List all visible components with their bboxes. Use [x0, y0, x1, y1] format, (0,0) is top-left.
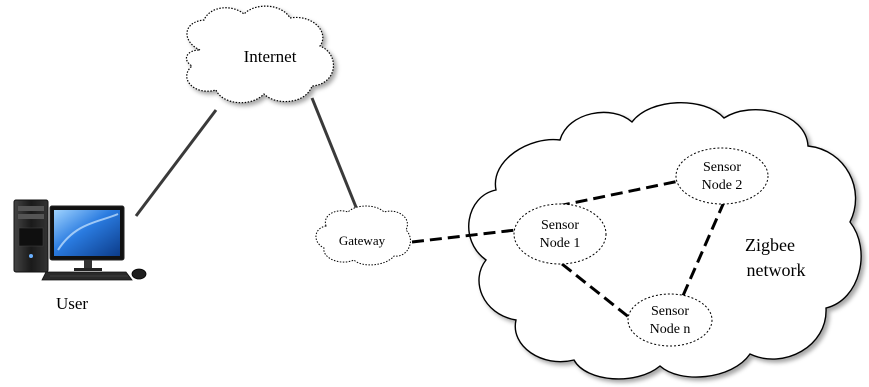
link-node1-noden: [561, 262, 631, 320]
sensor-node-1: Sensor Node 1: [513, 203, 607, 265]
computer-mouse: [131, 268, 147, 280]
zigbee-label-line2: network: [747, 260, 806, 280]
internet-label: Internet: [244, 47, 297, 66]
connections: [134, 97, 726, 320]
sensor-node-1-label-line2: Node 1: [540, 236, 581, 251]
internet-cloud: Internet: [185, 5, 335, 104]
gateway-label: Gateway: [339, 233, 386, 248]
user-label: User: [56, 294, 88, 313]
sensor-node-2-label-line1: Sensor: [703, 160, 741, 175]
desktop-computer-icon: [13, 199, 147, 281]
link-user-internet: [134, 109, 218, 217]
computer-keyboard: [41, 271, 133, 281]
sensor-node-n-label-line1: Sensor: [651, 304, 689, 319]
sensor-node-2: Sensor Node 2: [675, 147, 769, 205]
zigbee-label-line1: Zigbee: [745, 235, 795, 255]
computer-tower: [13, 199, 49, 273]
gateway-node: Gateway: [315, 205, 411, 266]
link-node1-node2: [557, 178, 685, 208]
sensor-node-n: Sensor Node n: [627, 293, 713, 347]
sensor-node-2-label-line2: Node 2: [702, 178, 743, 193]
link-internet-gateway: [310, 97, 364, 223]
sensor-node-1-label-line1: Sensor: [541, 218, 579, 233]
sensor-node-n-label-line2: Node n: [650, 322, 691, 337]
computer-monitor: [49, 205, 125, 271]
